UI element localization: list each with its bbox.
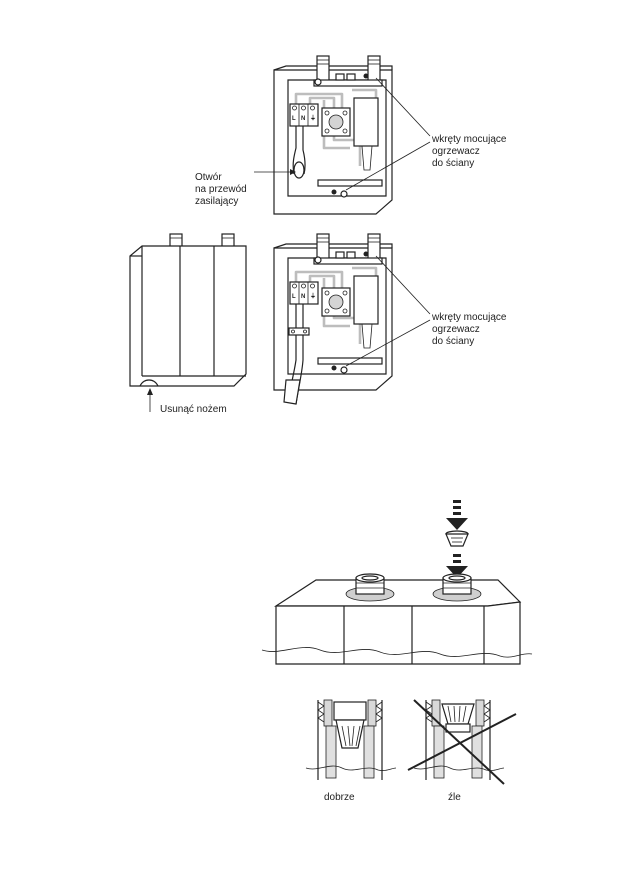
heater-open-top: L N ⏚ wkręty mocujące ogrzewacz d xyxy=(195,55,509,215)
thermostat-unit xyxy=(321,107,351,137)
water-pipe-right xyxy=(367,55,381,83)
heater-closed: Usunąć nożem xyxy=(129,233,247,415)
good-label: dobrze xyxy=(324,792,355,803)
cable-clamp xyxy=(288,327,310,336)
terminal-l-label: L xyxy=(292,116,296,122)
cable-hole xyxy=(293,161,305,179)
cutout-mark xyxy=(139,379,159,387)
svg-text:⏚: ⏚ xyxy=(310,293,316,300)
filter-insert-icon xyxy=(445,530,469,547)
terminal-n-label: N xyxy=(301,116,305,122)
cable-hole-label: Otwór na przewód zasilający xyxy=(195,172,249,207)
svg-text:N: N xyxy=(301,294,305,300)
water-fitting-left xyxy=(345,573,395,602)
terminal-ground-label: ⏚ xyxy=(310,115,316,122)
terminal-block: L N ⏚ xyxy=(289,103,319,127)
bad-label: źle xyxy=(448,792,461,803)
arrow-down-icon xyxy=(446,554,468,578)
mounting-screw-icon xyxy=(331,189,337,195)
svg-text:L: L xyxy=(292,294,296,300)
thermostat-unit xyxy=(321,287,351,317)
mounting-screw-icon xyxy=(363,73,369,79)
arrow-down-icon xyxy=(446,500,468,530)
water-pipe-left xyxy=(316,55,330,83)
screws-label: wkręty mocujące ogrzewacz do ściany xyxy=(431,134,509,169)
cross-mark-icon xyxy=(407,713,517,771)
heater-open-bottom: L N ⏚ wkręty mocujące ogrzewacz do ścian… xyxy=(273,233,509,405)
screws-label: wkręty mocujące ogrzewacz do ściany xyxy=(431,312,509,347)
knife-label: Usunąć nożem xyxy=(160,404,227,415)
fitting-section-bad: źle xyxy=(407,699,517,803)
filter-insertion xyxy=(261,500,533,665)
fitting-section-good: dobrze xyxy=(305,699,397,803)
water-fitting-right xyxy=(432,573,482,602)
